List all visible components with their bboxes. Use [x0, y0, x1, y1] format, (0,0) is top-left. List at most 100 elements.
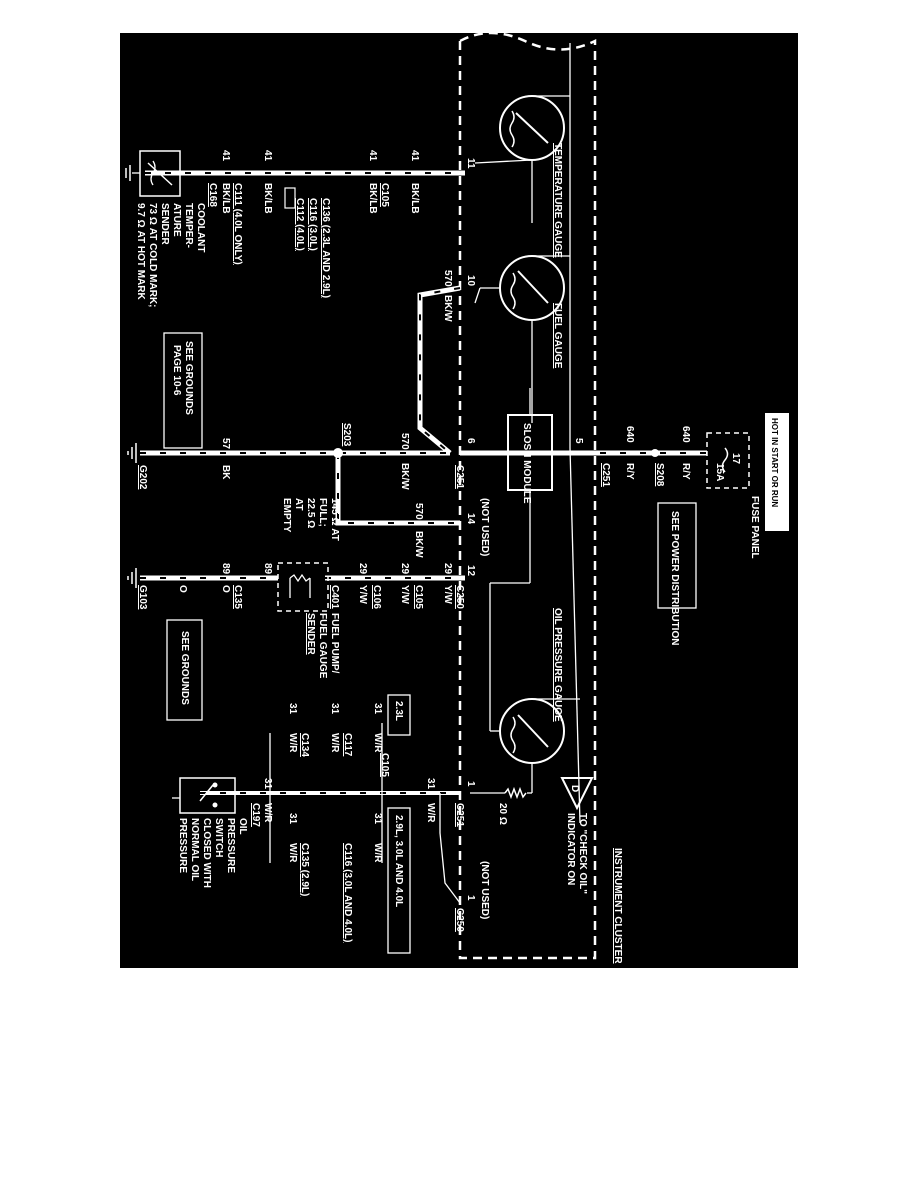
connector-c134-a: C134: [299, 733, 310, 757]
fuel-sender-spec-4: AT: [293, 498, 304, 511]
wire-41-number-d: 41: [220, 150, 231, 162]
pin-5: 5: [573, 438, 584, 444]
instrument-cluster-label: INSTRUMENT CLUSTER: [612, 848, 623, 964]
splice-s208-label: S208: [654, 463, 665, 487]
see-grounds-box-b: SEE GROUNDS: [166, 619, 203, 721]
wire-31-number-e: 31: [372, 813, 383, 825]
connector-c105-b: C105: [413, 585, 424, 609]
wire-41-number-a: 41: [409, 150, 420, 162]
connector-bracket: [284, 187, 296, 209]
coolant-temperature-sender: [125, 150, 181, 197]
slosh-module-label: SLOSH MODULE: [521, 423, 532, 504]
fuse-panel: HOT IN START OR RUN 17 15A FUSE PANEL: [706, 413, 789, 559]
fuse-rating: 15A: [714, 463, 725, 481]
coolant-sender-label-3: ATURE: [171, 203, 182, 237]
fuel-sender-label-1: FUEL PUMP/: [329, 613, 340, 674]
wire-29-number-b: 29: [399, 563, 410, 575]
pin-14: 14: [465, 513, 476, 525]
wire-89-number-b: 89: [220, 563, 231, 575]
connector-c251-top: C251: [600, 463, 611, 487]
wire-89-color-a: O: [220, 585, 231, 593]
wire-570-to-fuel-sender: [335, 453, 460, 526]
connector-c116-b: C116 (3.0L AND 4.0L): [342, 843, 353, 942]
cluster-bus-line: [569, 447, 581, 824]
wire-29-color-a: Y/W: [442, 585, 453, 604]
wire-31-color-c: W/R: [287, 733, 298, 753]
wire-57-color: BK: [220, 465, 231, 480]
temperature-gauge-label: TEMPERATURE GAUGE: [552, 143, 563, 258]
resistor-20-ohm: 20 Ω: [470, 786, 532, 825]
wire-31-number-b: 31: [329, 703, 340, 715]
connector-c112-a: C112 (4.0L): [294, 198, 305, 251]
splice-s203-label: S203: [341, 423, 352, 447]
splice-s208: [651, 449, 659, 457]
engine-23-box: 2.3L: [387, 694, 411, 736]
wire-31-branch: [439, 793, 461, 904]
oil-pressure-gauge-label: OIL PRESSURE GAUGE: [552, 608, 563, 722]
wire-31-number-c: 31: [287, 703, 298, 715]
see-grounds-label-a: SEE GROUNDS: [183, 341, 194, 415]
ground-g202-label: G202: [137, 465, 148, 490]
wire-570-color-b: BK/W: [399, 463, 410, 490]
see-power-distribution-label: SEE POWER DISTRIBUTION: [669, 511, 680, 645]
pin-1: 1: [465, 781, 476, 787]
connector-c401-a: C401: [329, 585, 340, 609]
connector-c105-c: C105: [379, 753, 390, 777]
connector-c250-mid: C250: [454, 585, 465, 609]
wire-31-color-g: W/R: [262, 803, 273, 823]
connector-c105-a: C105: [379, 183, 390, 207]
wire-640-color-b: R/Y: [624, 463, 635, 480]
fuel-sender-spec-3: 22.5 Ω: [305, 498, 316, 528]
engine-29-box: 2.9L, 3.0L AND 4.0L: [387, 807, 411, 954]
wire-31-number-d: 31: [425, 778, 436, 790]
wire-570-number-a: 570: [442, 270, 453, 287]
wire-57-number: 57: [220, 438, 231, 450]
oil-switch-label-5: NORMAL OIL: [189, 818, 200, 881]
connector-c106-a: C106: [371, 585, 382, 609]
ground-g202: [127, 443, 137, 463]
connector-c111-a: C111 (4.0L ONLY): [232, 183, 243, 265]
pin-12: 12: [465, 565, 476, 577]
check-oil-to-label: TO "CHECK OIL": [577, 813, 588, 894]
connector-c136-a: C136 (2.3L AND 2.9L): [320, 198, 331, 298]
check-oil-indicator-label: INDICATOR ON: [565, 813, 576, 885]
wire-640-number-b: 640: [624, 426, 635, 443]
fuel-sender-spec-5: EMPTY: [281, 498, 292, 533]
wire-29-color-b: Y/W: [399, 585, 410, 604]
coolant-sender-label-4: SENDER: [159, 203, 170, 245]
wire-640-number-a: 640: [680, 426, 691, 443]
coolant-sender-label-1: COOLANT: [195, 203, 206, 252]
wiring-diagram: SLOSH MODULE D 20 Ω HOT IN START OR RUN …: [120, 33, 798, 968]
wire-41-number-c: 41: [262, 150, 273, 162]
connector-c135-a: C135: [232, 585, 243, 609]
oil-switch-label-1: OIL: [237, 818, 248, 835]
wire-31-color-e: W/R: [372, 843, 383, 863]
not-used-label-b: (NOT USED): [479, 861, 490, 919]
resistor-label: 20 Ω: [497, 803, 508, 825]
wire-41-number-b: 41: [367, 150, 378, 162]
wire-29-number-c: 29: [357, 563, 368, 575]
hot-in-start-label: HOT IN START OR RUN: [770, 418, 779, 507]
wire-31-color-d: W/R: [425, 803, 436, 823]
see-power-distribution-box: SEE POWER DISTRIBUTION: [657, 502, 697, 645]
ground-g103-label: G103: [137, 585, 148, 610]
wire-89-color-b: O: [177, 585, 188, 593]
see-grounds-page-a: PAGE 10-6: [171, 345, 182, 396]
engine-23-label: 2.3L: [393, 701, 404, 721]
instrument-cluster-boundary: [458, 33, 597, 960]
temperature-gauge: [474, 95, 570, 223]
pin-10: 10: [465, 275, 476, 287]
pin-11: 11: [465, 158, 476, 169]
wire-570-number-b: 570: [399, 433, 410, 450]
fuel-pump-gauge-sender: [277, 562, 329, 612]
fuel-sender-label-3: SENDER: [305, 613, 316, 655]
connector-c251-mid: C251: [454, 465, 465, 489]
coolant-sender-spec-1: 73 Ω AT COLD MARK;: [147, 203, 158, 308]
coolant-sender-spec-2: 9.7 Ω AT HOT MARK: [135, 203, 146, 301]
wire-570-number-c: 570: [413, 503, 424, 520]
connector-c250-bot: C250: [454, 908, 465, 932]
wire-570: [417, 285, 461, 455]
fuel-gauge: [474, 255, 570, 423]
wire-41-color-c: BK/LB: [262, 183, 273, 214]
wire-31-number-g: 31: [262, 778, 273, 790]
